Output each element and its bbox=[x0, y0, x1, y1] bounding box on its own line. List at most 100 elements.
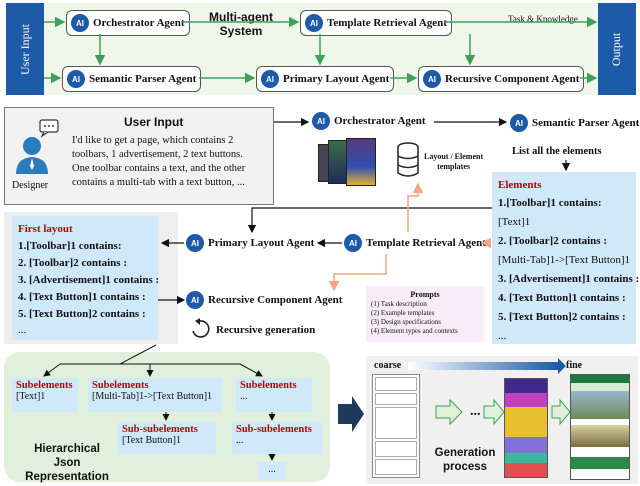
hierarchy-col2-title: Subelements bbox=[92, 380, 149, 391]
top-template-retrieval-agent: AI Template Retrieval Agent bbox=[300, 10, 452, 36]
ai-badge-icon: AI bbox=[186, 291, 204, 309]
hierarchy-col3-more-box: ... bbox=[258, 462, 286, 480]
big-arrow bbox=[338, 396, 364, 432]
ai-badge-icon: AI bbox=[312, 112, 330, 130]
hierarchy-col2-sub-value: [Text Button]1 bbox=[122, 435, 182, 446]
mid-colored-screen bbox=[504, 378, 548, 478]
first-layout-line: 5. [Text Button]2 contains : bbox=[18, 308, 146, 320]
wireframe-block bbox=[375, 407, 417, 439]
top-orchestrator-label: Orchestrator Agent bbox=[93, 17, 185, 29]
elements-line: 2. [Toolbar]2 contains : bbox=[498, 235, 607, 247]
top-semantic-parser-agent: AI Semantic Parser Agent bbox=[62, 66, 202, 92]
arrow bbox=[247, 207, 492, 234]
top-primary-layout-agent: AI Primary Layout Agent bbox=[256, 66, 395, 92]
arrow bbox=[407, 182, 424, 232]
prompts-line: (2) Example templates bbox=[371, 309, 435, 317]
screen-band bbox=[571, 383, 629, 391]
phone-screenshot bbox=[346, 138, 376, 186]
elements-line: 4. [Text Button]1 contains : bbox=[498, 292, 626, 304]
screen-band bbox=[505, 453, 547, 463]
elements-title: Elements bbox=[498, 179, 542, 191]
ai-badge-icon: AI bbox=[71, 14, 89, 32]
generation-label: Generation process bbox=[430, 446, 500, 474]
user-input-title: User Input bbox=[124, 115, 184, 129]
hierarchy-col3-value: ... bbox=[240, 391, 248, 402]
hierarchy-label: Hierarchical Json Representation bbox=[12, 442, 122, 484]
elements-line: ... bbox=[498, 330, 507, 342]
hierarchy-label-line2: Json Representation bbox=[25, 457, 109, 483]
layout-templates-label: Layout / Element templates bbox=[424, 152, 483, 172]
top-orchestrator-agent: AI Orchestrator Agent bbox=[66, 10, 190, 36]
primary-layout-agent-node: AI Primary Layout Agent bbox=[186, 234, 314, 252]
generation-ellipsis: ... bbox=[470, 404, 481, 419]
user-input-line: One toolbar contains a text, and the oth… bbox=[72, 163, 246, 174]
user-input-column: User Input bbox=[6, 3, 44, 95]
hierarchy-col2-box: Subelements [Multi-Tab]1->[Text Button]1 bbox=[88, 378, 222, 412]
screen-band bbox=[571, 447, 629, 457]
elements-line: [Text]1 bbox=[498, 216, 531, 228]
orchestrator-agent-label: Orchestrator Agent bbox=[334, 115, 426, 127]
hierarchy-col2-sub-title: Sub-subelements bbox=[122, 424, 198, 435]
recursive-component-agent-node: AI Recursive Component Agent bbox=[186, 291, 342, 309]
screen-band bbox=[571, 457, 629, 469]
database-icon bbox=[396, 142, 420, 178]
screen-band bbox=[505, 437, 547, 453]
elements-box: Elements 1.[Toolbar]1 contains: [Text]1 … bbox=[492, 172, 640, 344]
fine-app-screen bbox=[570, 374, 630, 480]
hierarchy-col3-sub-title: Sub-subelements bbox=[236, 424, 312, 435]
user-input-line: toolbars, 1 advertisement, 2 text button… bbox=[72, 149, 243, 160]
prompts-line: (4) Element types and contexts bbox=[371, 327, 458, 335]
elements-line: [Multi-Tab]1->[Text Button]1 bbox=[498, 254, 631, 266]
elements-line: 1.[Toolbar]1 contains: bbox=[498, 197, 602, 209]
first-layout-line: 2. [Toolbar]2 contains : bbox=[18, 257, 127, 269]
hierarchy-col3-sub-value: ... bbox=[236, 435, 244, 446]
ai-badge-icon: AI bbox=[423, 70, 441, 88]
hierarchy-col1-title: Subelements bbox=[16, 380, 73, 391]
hierarchy-col3-sub-box: Sub-subelements ... bbox=[232, 422, 322, 454]
output-column-label: Output bbox=[609, 32, 624, 66]
user-input-text: I'd like to get a page, which contains 2… bbox=[72, 134, 245, 190]
elements-line: 3. [Advertisement]1 contains : bbox=[498, 273, 640, 285]
coarse-label: coarse bbox=[374, 360, 402, 371]
first-layout-line: 4. [Text Button]1 contains : bbox=[18, 291, 146, 303]
prompts-line: (3) Design specifications bbox=[371, 318, 441, 326]
coarse-wireframe bbox=[372, 374, 420, 478]
ai-badge-icon: AI bbox=[261, 70, 279, 88]
task-knowledge-label: Task & Knowledge bbox=[508, 14, 578, 24]
top-primary-layout-label: Primary Layout Agent bbox=[283, 73, 390, 85]
hierarchy-col2-value: [Multi-Tab]1->[Text Button]1 bbox=[92, 391, 213, 402]
hierarchy-col1-value: [Text]1 bbox=[16, 391, 46, 402]
top-recursive-component-agent: AI Recursive Component Agent bbox=[418, 66, 585, 92]
ai-badge-icon: AI bbox=[510, 114, 528, 132]
designer-icon bbox=[10, 118, 66, 178]
wireframe-block bbox=[375, 377, 417, 391]
fine-label: fine bbox=[566, 360, 583, 371]
output-column: Output bbox=[598, 3, 636, 95]
first-layout-line: ... bbox=[18, 324, 27, 336]
recursive-component-agent-label: Recursive Component Agent bbox=[208, 294, 343, 306]
screen-band bbox=[571, 419, 629, 425]
ai-badge-icon: AI bbox=[186, 234, 204, 252]
recursive-loop-icon bbox=[190, 318, 210, 340]
arrow bbox=[328, 254, 387, 292]
prompts-title: Prompts bbox=[410, 290, 440, 299]
list-all-elements-label: List all the elements bbox=[512, 146, 602, 157]
hierarchy-label-line1: Hierarchical bbox=[34, 443, 100, 455]
screen-band bbox=[571, 375, 629, 383]
ai-badge-icon: AI bbox=[344, 234, 362, 252]
hierarchy-col3-more: ... bbox=[268, 464, 276, 475]
top-recursive-component-label: Recursive Component Agent bbox=[445, 73, 580, 85]
generation-label-line2: process bbox=[442, 461, 488, 473]
prompts-box: Prompts (1) Task description (2) Example… bbox=[366, 286, 484, 342]
first-layout-line: 1.[Toolbar]1 contains: bbox=[18, 240, 122, 252]
wireframe-block bbox=[375, 459, 417, 475]
user-input-line: I'd like to get a page, which contains 2 bbox=[72, 135, 234, 146]
system-title: Multi-agent System bbox=[196, 10, 286, 38]
first-layout-box: First layout 1.[Toolbar]1 contains: 2. [… bbox=[12, 216, 159, 340]
generation-label-line1: Generation bbox=[434, 447, 496, 459]
primary-layout-agent-label: Primary Layout Agent bbox=[208, 237, 315, 249]
prompts-line: (1) Task description bbox=[371, 300, 427, 308]
template-retrieval-agent-node: AI Template Retrieval Agent bbox=[344, 234, 486, 252]
screen-band bbox=[571, 425, 629, 447]
hierarchy-col1-box: Subelements [Text]1 bbox=[12, 378, 78, 412]
